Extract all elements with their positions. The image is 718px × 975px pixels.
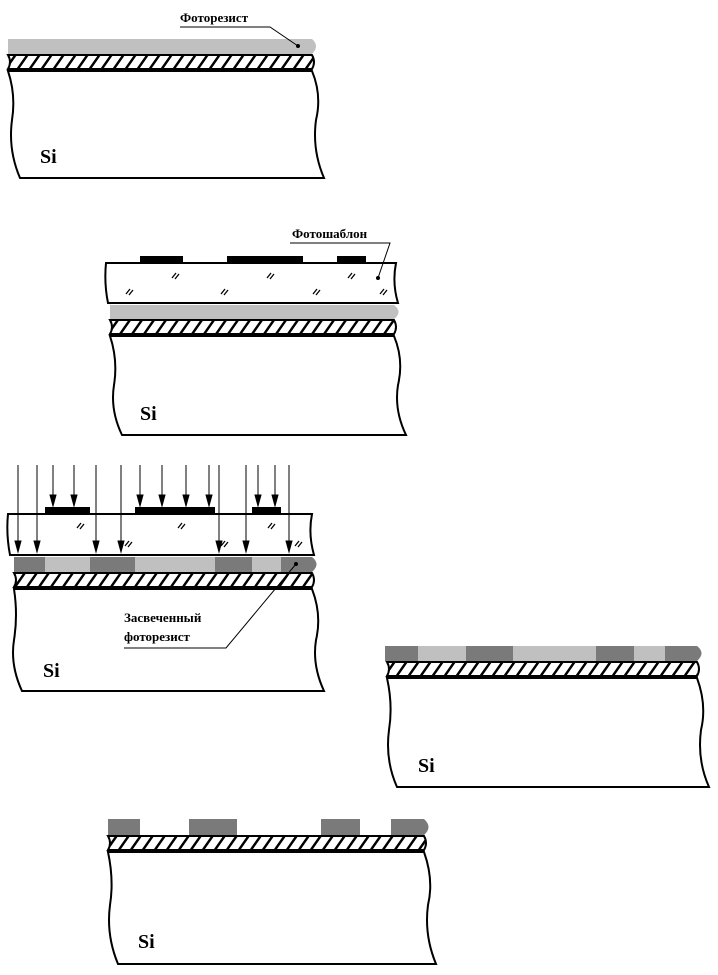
mask-pattern <box>140 256 183 263</box>
exposed-photoresist <box>90 557 135 572</box>
photoresist-island <box>321 819 360 835</box>
exposed-photoresist-label-line2: фоторезист <box>124 629 191 644</box>
si-substrate <box>6 70 326 179</box>
exposed-photoresist <box>14 557 45 572</box>
mask-pattern <box>135 507 215 514</box>
exposed-photoresist <box>215 557 252 572</box>
glass-texture-marks <box>76 522 303 548</box>
photoresist-label: Фоторезист <box>180 10 249 25</box>
oxide-layer <box>385 661 700 677</box>
si-label: Si <box>138 931 155 953</box>
si-label: Si <box>418 755 435 777</box>
mask-pattern <box>337 256 366 263</box>
photomask-label: Фотошаблон <box>292 226 368 241</box>
oxide-layer <box>6 54 315 70</box>
oxide-layer <box>108 319 397 335</box>
stage-2-mask-alignment: Фотошаблон Si <box>104 226 408 436</box>
mask-pattern <box>227 256 303 263</box>
unexposed-photoresist <box>135 557 215 572</box>
stage-3-exposure: Si Засвеченный фоторезист <box>6 465 326 692</box>
photomask-leader-line <box>290 242 391 279</box>
uv-light-arrows <box>14 465 293 554</box>
si-substrate <box>106 851 438 965</box>
si-substrate <box>385 677 711 788</box>
photoresist-layer <box>110 305 399 319</box>
photomask-glass <box>6 513 316 556</box>
stage-1-resist-coating: Si Фоторезист <box>6 10 326 179</box>
glass-texture-marks <box>125 272 388 296</box>
photoresist-island <box>189 819 237 835</box>
photoresist-leader-line <box>180 26 299 47</box>
photoresist-island <box>108 819 140 835</box>
unexposed-photoresist <box>634 646 665 661</box>
exposed-photoresist-leader-dot <box>294 562 298 566</box>
photoresist-layer <box>8 39 316 54</box>
si-substrate <box>12 588 326 692</box>
unexposed-photoresist <box>252 557 281 572</box>
si-label: Si <box>43 660 60 682</box>
stage-5-after-development: Si <box>106 819 438 965</box>
oxide-layer <box>12 572 315 588</box>
exposed-photoresist <box>596 646 634 661</box>
photoresist-island <box>391 819 429 835</box>
exposed-photoresist <box>281 557 317 572</box>
mask-pattern <box>45 507 90 514</box>
si-label: Si <box>140 403 157 425</box>
photomask-glass <box>104 262 400 304</box>
exposed-photoresist <box>466 646 513 661</box>
exposed-photoresist-label-line1: Засвеченный <box>124 610 202 625</box>
si-label: Si <box>40 146 57 168</box>
mask-pattern <box>252 507 281 514</box>
exposed-photoresist-leader-line <box>124 563 297 649</box>
photomask-leader-dot <box>376 276 380 280</box>
unexposed-photoresist <box>513 646 596 661</box>
unexposed-photoresist <box>418 646 466 661</box>
oxide-layer <box>106 835 427 851</box>
unexposed-photoresist <box>45 557 90 572</box>
stage-4-after-exposure: Si <box>385 646 711 788</box>
si-substrate <box>108 335 408 436</box>
exposed-photoresist <box>385 646 418 661</box>
exposed-photoresist <box>665 646 702 661</box>
photoresist-leader-dot <box>296 44 300 48</box>
